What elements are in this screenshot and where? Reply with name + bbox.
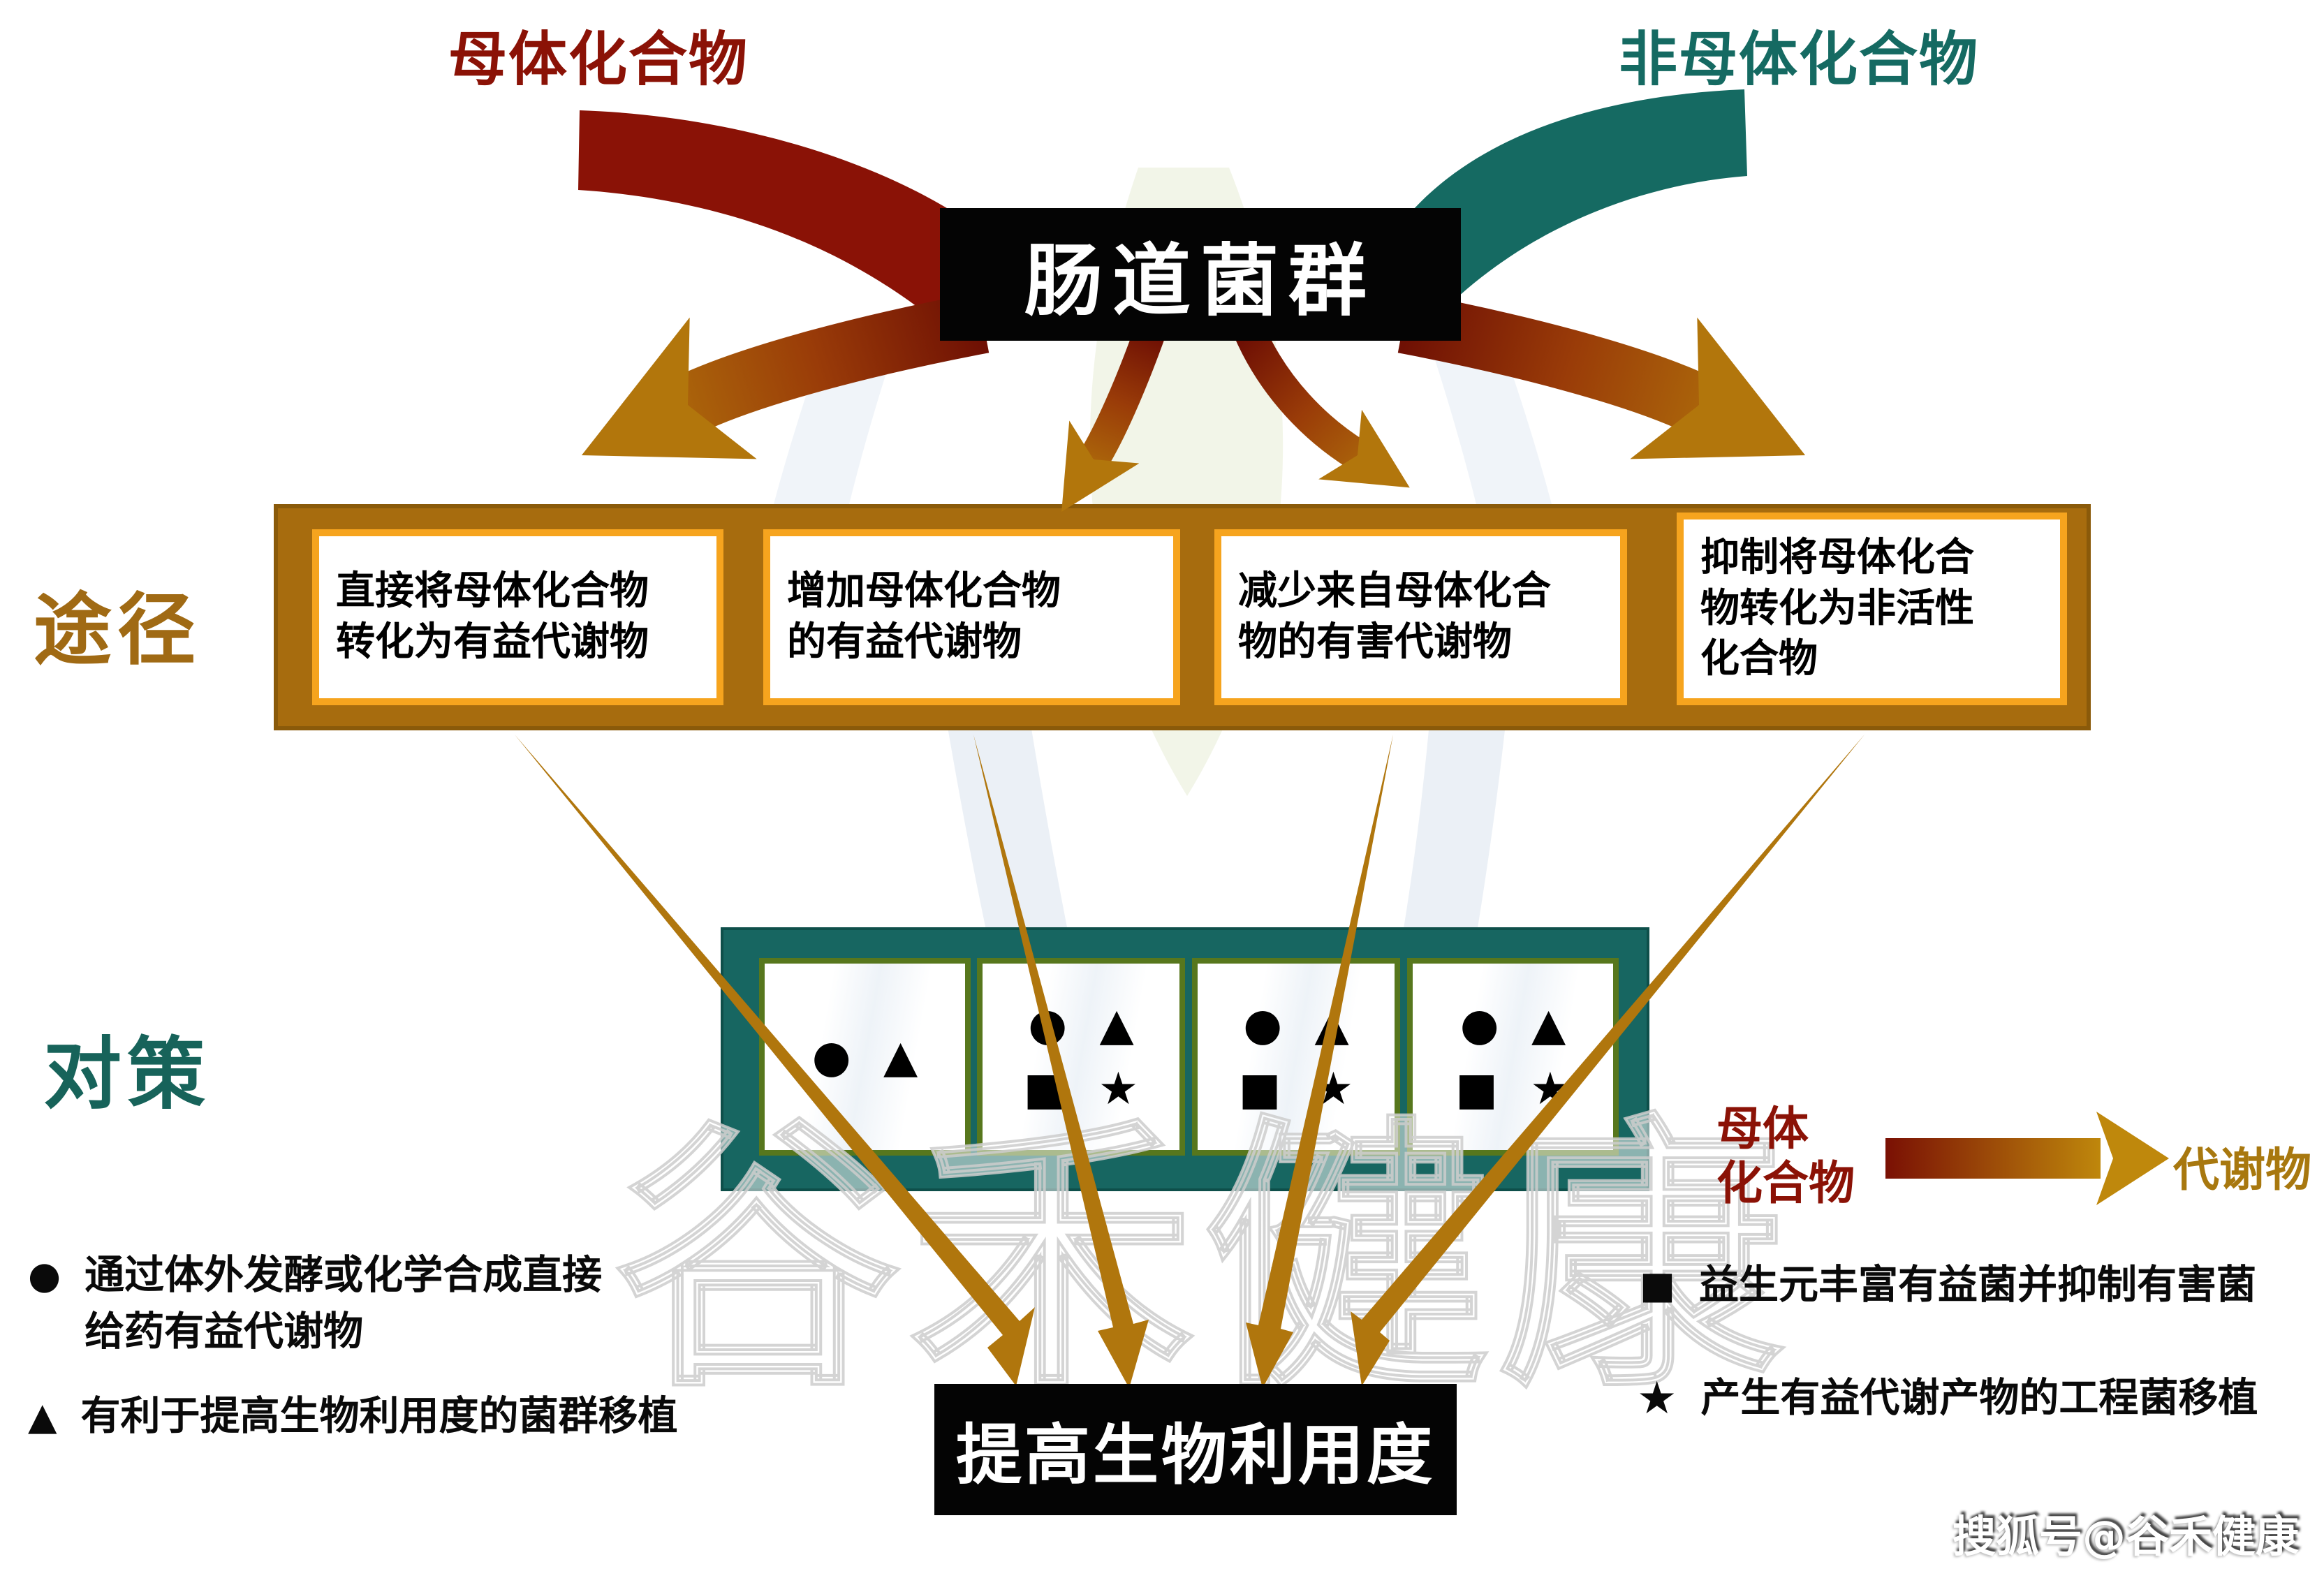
- parent-compound-ribbon-arrow: [578, 110, 983, 328]
- pathway-box-1: 直接将母体化合物 转化为有益代谢物: [312, 529, 723, 705]
- countermeasures-row-label: 对策: [43, 1029, 211, 1120]
- legend-item-text: 产生有益代谢产物的工程菌移植: [1700, 1375, 2258, 1421]
- pathways-row-label: 途径: [34, 585, 201, 676]
- fan-arrow-mid-right: [1233, 323, 1410, 488]
- non-parent-compound-title: 非母体化合物: [1619, 25, 1980, 94]
- gut-microbiota-box: 肠道菌群: [940, 208, 1461, 341]
- circle-triangle-icons: ● ▲: [1459, 998, 1566, 1051]
- legend-item-text: 通过体外发酵或化学合成直接 给药有益代谢物: [84, 1252, 603, 1355]
- legend-item-text: 有利于提高生物利用度的菌群移植: [80, 1393, 678, 1439]
- improve-bioavailability-box: 提高生物利用度: [934, 1384, 1457, 1515]
- legend-parent-compound-label: 母体 化合物: [1716, 1102, 1855, 1210]
- circle-triangle-icons: ● ▲: [811, 1031, 918, 1083]
- legend-metabolite-label: 代谢物: [2173, 1143, 2311, 1197]
- circle-icon: ●: [28, 1253, 61, 1297]
- star-icon: ★: [1637, 1373, 1677, 1424]
- legend-item-square: ■ 益生元丰富有益菌并抑制有害菌: [1640, 1257, 2256, 1313]
- legend-item-star: ★ 产生有益代谢产物的工程菌移植: [1637, 1370, 2258, 1428]
- triangle-icon: ▲: [28, 1394, 57, 1438]
- legend-item-circle: ● 通过体外发酵或化学合成直接 给药有益代谢物: [28, 1247, 838, 1360]
- pathway-box-2: 增加母体化合物 的有益代谢物: [763, 529, 1180, 705]
- circle-triangle-icons: ● ▲: [1028, 998, 1134, 1051]
- pathway-box-3: 减少来自母体化合 物的有害代谢物: [1214, 529, 1627, 705]
- parent-compound-title: 母体化合物: [448, 25, 749, 94]
- legend-item-triangle: ▲ 有利于提高生物利用度的菌群移植: [28, 1388, 678, 1445]
- legend-gradient-arrow: [1885, 1112, 2169, 1205]
- fan-arrow-mid-left: [1061, 324, 1166, 513]
- pathway-box-4: 抑制将母体化合 物转化为非活性 化合物: [1677, 513, 2067, 705]
- legend-item-text: 益生元丰富有益菌并抑制有害菌: [1699, 1262, 2257, 1308]
- fan-arrow-left: [581, 292, 990, 459]
- circle-triangle-icons: ● ▲: [1243, 998, 1349, 1051]
- credit-watermark: 搜狐号@谷禾健康: [1952, 1511, 2299, 1562]
- square-icon: ■: [1640, 1263, 1676, 1307]
